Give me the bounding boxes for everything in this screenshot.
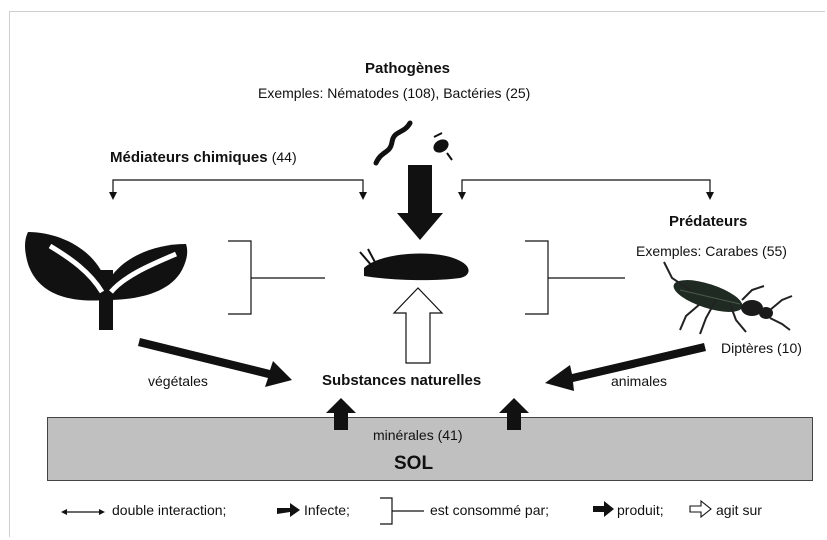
legend-infects-text: Infecte; (304, 502, 350, 518)
infects-arrow (397, 165, 443, 240)
chemical-mediators-connector (109, 179, 367, 200)
plant-substances-label: végétales (148, 373, 208, 389)
ground-beetle-icon (663, 261, 793, 335)
predators-title: Prédateurs (669, 213, 748, 230)
slug-consumed-by-predator-bracket (525, 240, 625, 315)
legend-consumed-by-symbol (380, 497, 424, 525)
figure-frame (9, 11, 825, 537)
legend-produces-symbol (593, 501, 614, 517)
natural-substances-title: Substances naturelles (322, 372, 482, 389)
mineral-substances-label: minérales (41) (373, 427, 463, 443)
chemical-mediators-label: Médiateurs chimiques (44) (110, 149, 297, 166)
legend-produces-text: produit; (617, 502, 664, 518)
soil-box (47, 417, 813, 481)
plant-sprout-icon (25, 232, 188, 330)
soil-produces-arrow-left (326, 398, 356, 430)
bacterium-icon (433, 132, 453, 161)
chemical-mediators-count: (44) (271, 149, 297, 165)
plant-consumed-by-slug-bracket (228, 240, 325, 315)
pathogens-examples: Exemples: Nématodes (108), Bactéries (25… (258, 85, 531, 101)
chemical-mediators-title: Médiateurs chimiques (110, 149, 268, 166)
legend-acts-on-text: agit sur (716, 502, 762, 518)
slug-icon (359, 248, 469, 281)
acts-on-arrow (392, 287, 444, 364)
soil-produces-arrow-right (499, 398, 529, 430)
animal-produces-arrow (545, 343, 706, 391)
animal-substances-label: animales (611, 373, 668, 389)
legend-double-interaction-text: double interaction; (112, 502, 227, 518)
legend-infects-symbol (277, 503, 300, 517)
pathogens-title: Pathogènes (365, 60, 451, 77)
nematode-worm-icon (373, 120, 413, 166)
predator-interaction-connector (458, 179, 714, 200)
legend-acts-on-symbol (689, 499, 712, 519)
diptera-label: Diptères (10) (721, 340, 802, 356)
legend-consumed-by-text: est consommé par; (430, 502, 550, 518)
legend-double-interaction-symbol (61, 509, 105, 515)
plant-produces-arrow (138, 338, 292, 387)
predators-examples: Exemples: Carabes (55) (636, 243, 787, 259)
soil-title: SOL (394, 453, 434, 474)
